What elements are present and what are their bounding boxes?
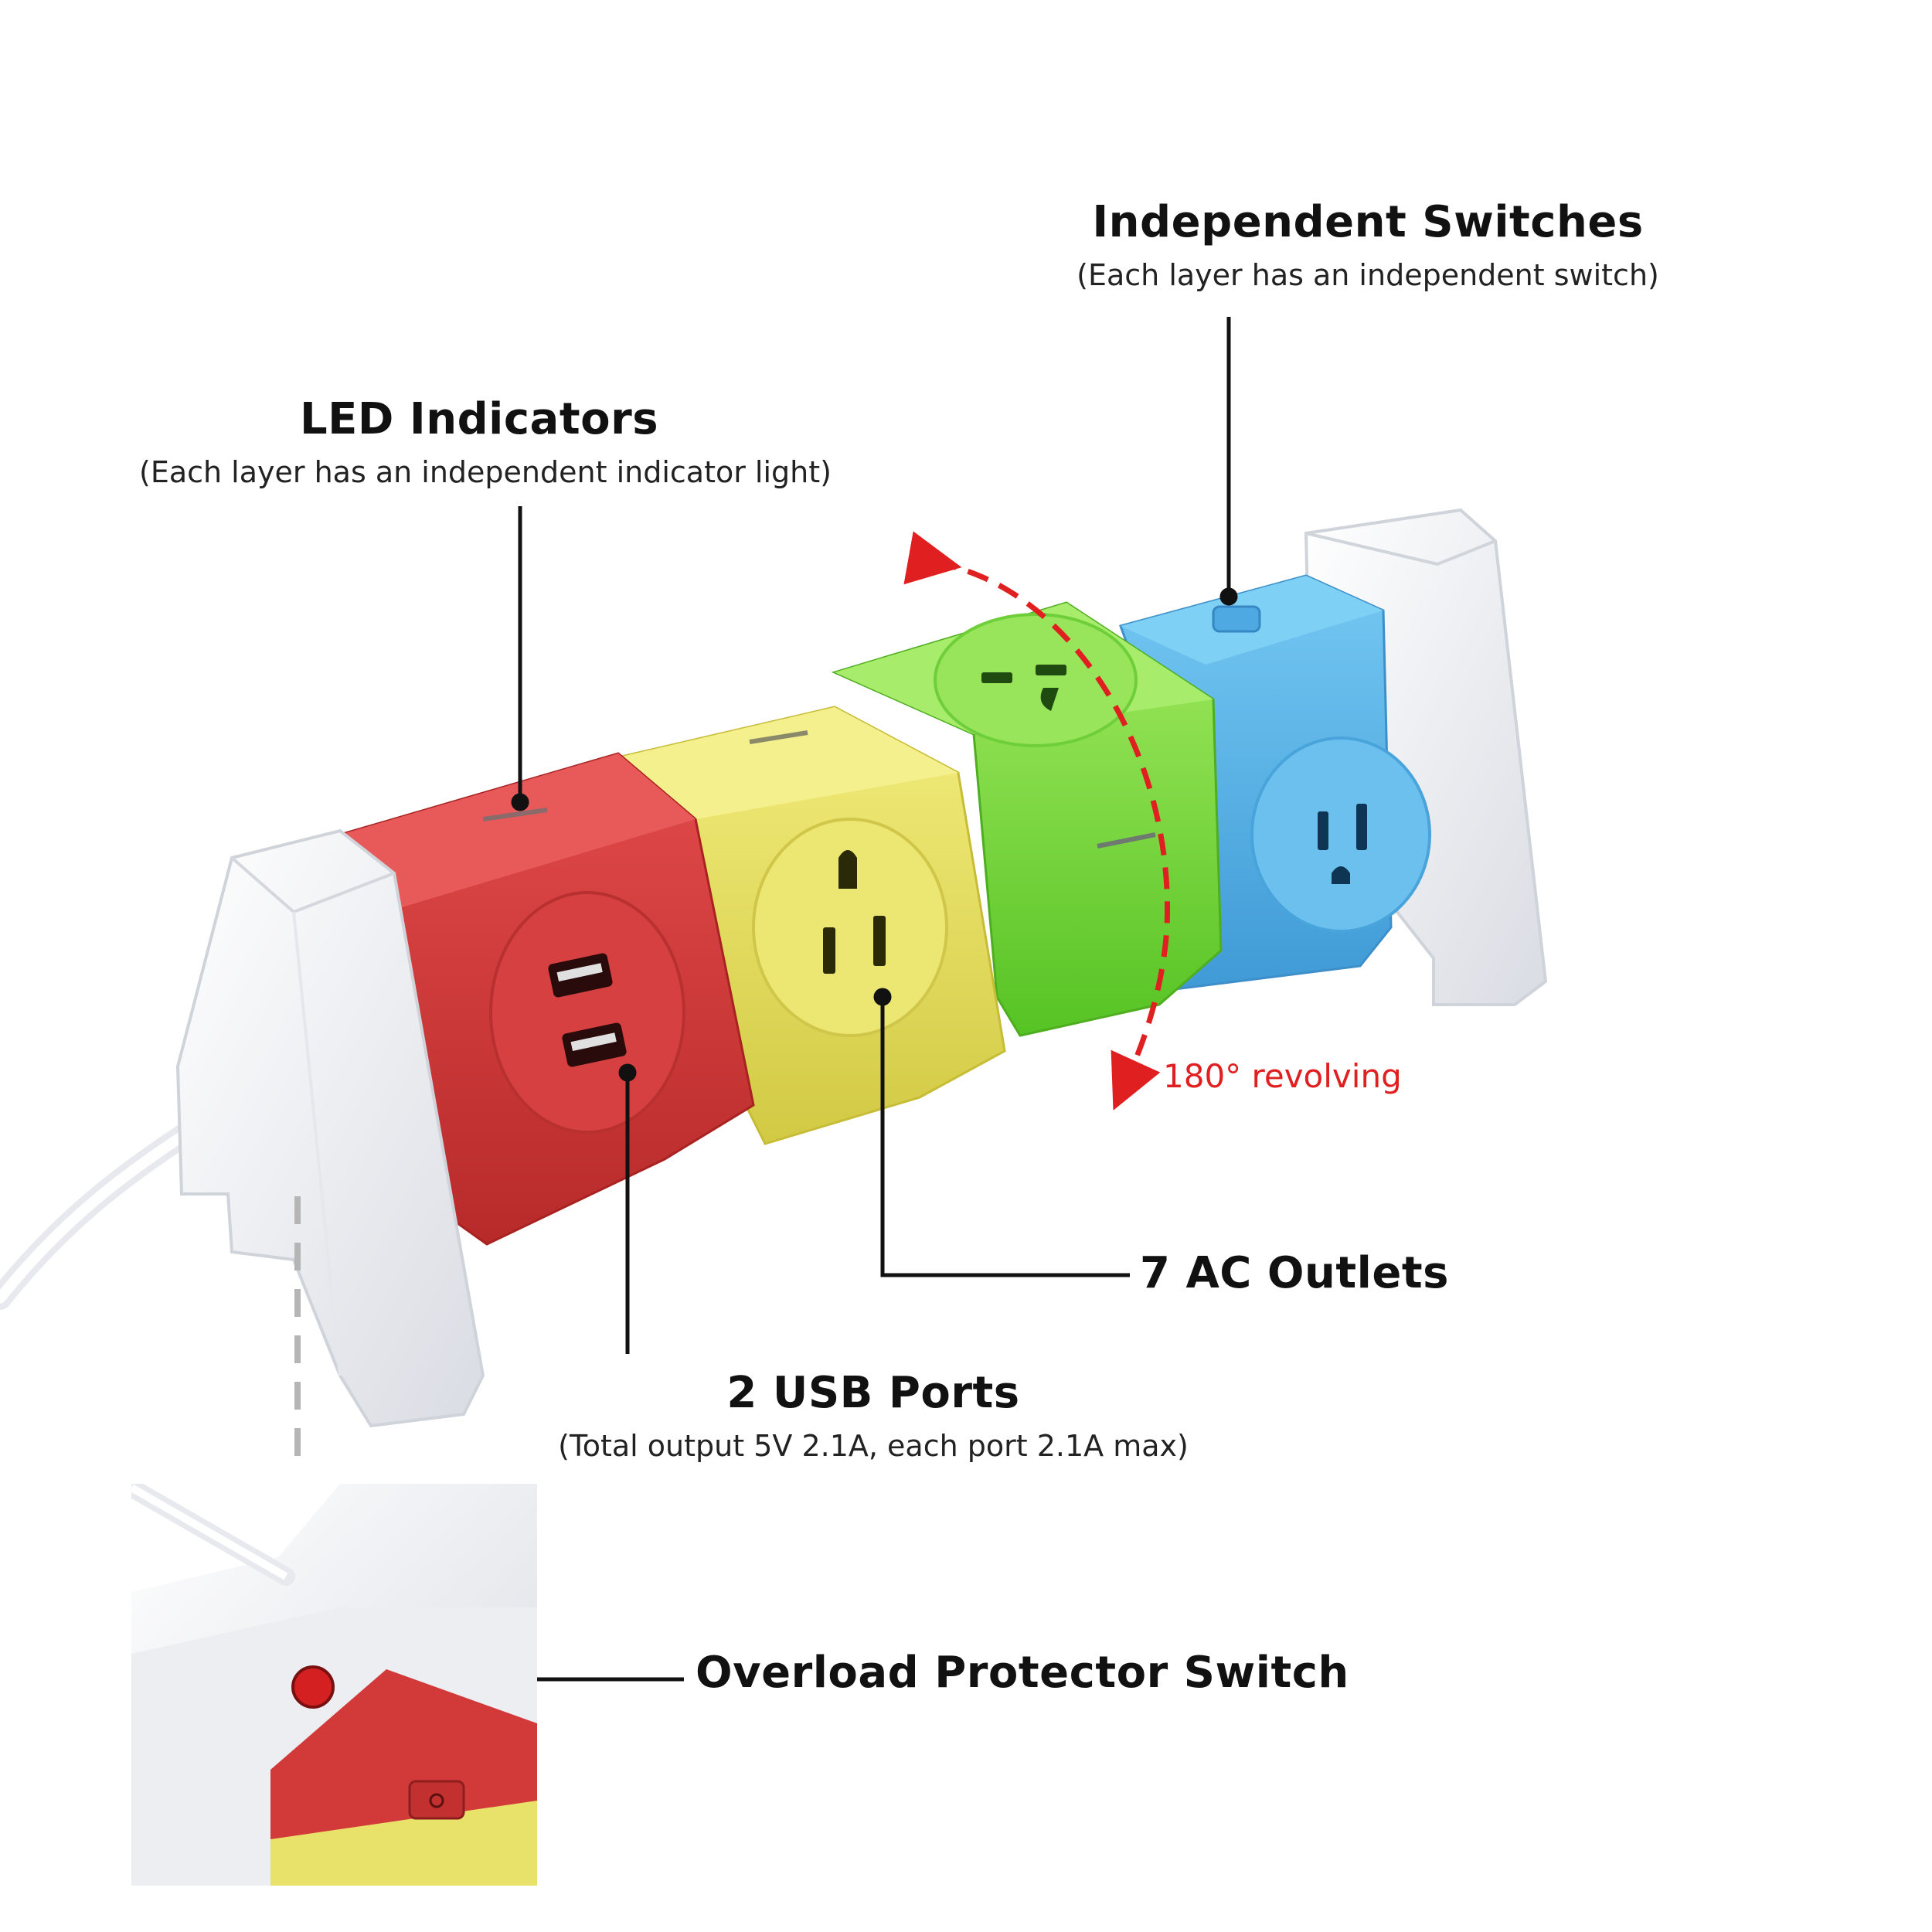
- callout-switches-subtitle: (Each layer has an independent switch): [1077, 258, 1659, 292]
- callout-switches-title: Independent Switches: [1092, 197, 1644, 247]
- callout-ac: 7 AC Outlets: [1140, 1248, 1449, 1298]
- callout-led-subtitle: (Each layer has an independent indicator…: [139, 455, 832, 489]
- overload-button[interactable]: [291, 1665, 335, 1709]
- callout-switches: Independent Switches (Each layer has an …: [1020, 197, 1716, 292]
- callout-ac-title: 7 AC Outlets: [1140, 1248, 1449, 1298]
- callout-usb-title: 2 USB Ports: [726, 1368, 1020, 1418]
- callout-led: LED Indicators (Each layer has an indepe…: [139, 394, 832, 489]
- led-indicator: [749, 730, 808, 744]
- ac-outlet-icon: [1250, 736, 1431, 933]
- callout-overload-title: Overload Protector Switch: [696, 1648, 1349, 1698]
- ac-outlet-icon: [752, 818, 948, 1037]
- led-indicator: [482, 808, 548, 821]
- callout-usb-subtitle: (Total output 5V 2.1A, each port 2.1A ma…: [558, 1429, 1189, 1463]
- left-end-cap: [175, 828, 485, 1428]
- callout-revolving: 180° revolving: [1163, 1057, 1402, 1095]
- power-icon: [1212, 605, 1261, 633]
- callout-usb: 2 USB Ports (Total output 5V 2.1A, each …: [526, 1368, 1221, 1463]
- red-module: [338, 752, 755, 1246]
- power-icon: [408, 1780, 465, 1820]
- callout-led-title: LED Indicators: [299, 394, 659, 444]
- callout-overload: Overload Protector Switch: [696, 1648, 1349, 1698]
- usb-port-icon: [489, 891, 685, 1134]
- overload-inset: [131, 1484, 537, 1886]
- revolve-arrow-icon: [903, 531, 1171, 1111]
- ac-outlet-icon: [934, 613, 1138, 747]
